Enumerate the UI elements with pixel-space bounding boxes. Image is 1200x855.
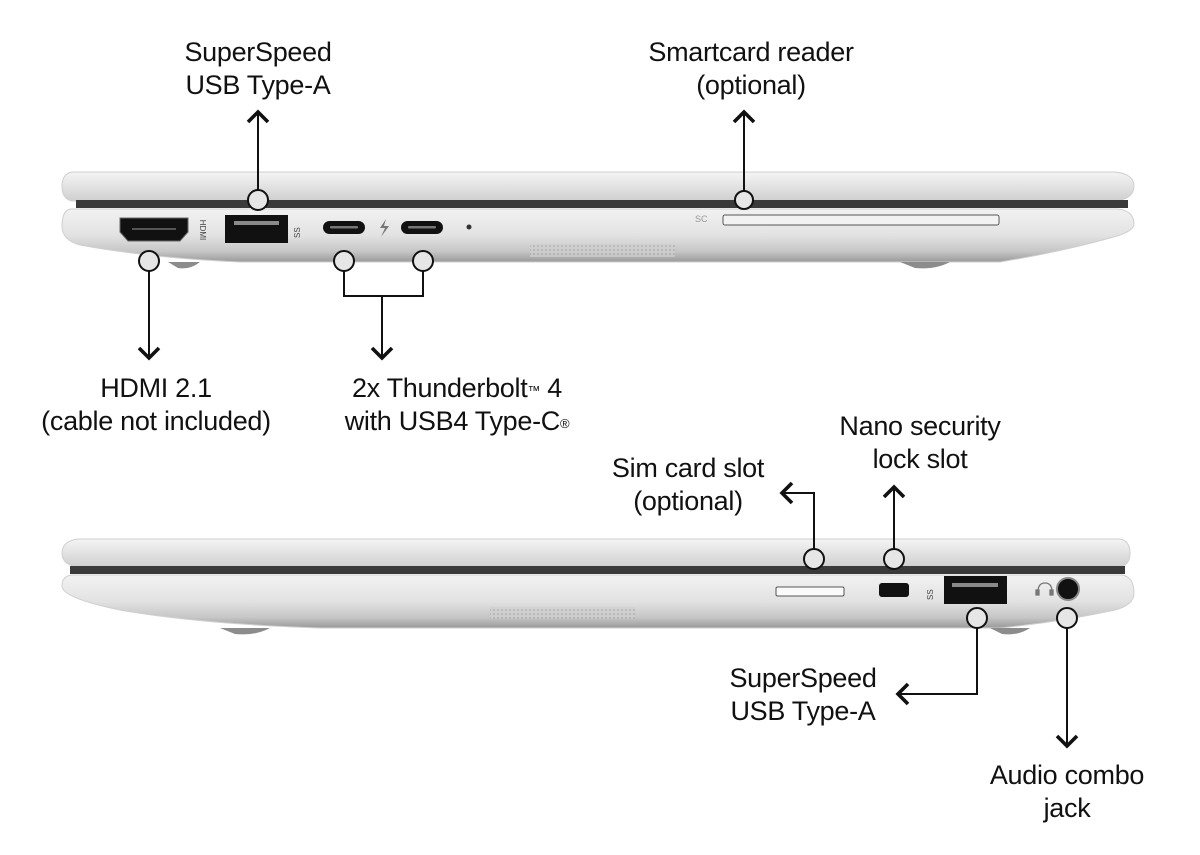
laptop-lid (61, 538, 1131, 568)
rubber-foot (220, 628, 270, 635)
label-nano-security-lock: Nano security lock slot (839, 411, 1001, 474)
label-superspeed-usb-a-right: SuperSpeed USB Type-A (729, 663, 877, 726)
hinge-seam (70, 566, 1125, 574)
callout-dot-thunderbolt-1 (333, 250, 355, 272)
label-smartcard-reader: Smartcard reader (optional) (648, 37, 854, 100)
callout-dot-sim (803, 548, 825, 570)
rubber-foot (900, 262, 950, 269)
callout-bracket-thunderbolt (343, 271, 424, 297)
lock-slot-icon (879, 583, 909, 597)
label-audio-combo-jack: Audio combo jack (989, 760, 1145, 823)
rubber-foot (168, 262, 200, 269)
callout-dot-thunderbolt-2 (412, 250, 434, 272)
callouts-left-side (137, 109, 756, 361)
label-superspeed-usb-a-left: SuperSpeed USB Type-A (184, 37, 332, 100)
usb-a-port-icon (944, 576, 1007, 604)
audio-jack-icon (1056, 577, 1080, 601)
callout-dot-lock (883, 548, 905, 570)
smartcard-slot-icon (722, 214, 1000, 226)
laptop-right-side-view: SS (61, 538, 1135, 635)
callout-line-sim (779, 481, 815, 549)
sim-slot-icon (775, 586, 845, 597)
laptop-lid (61, 171, 1135, 202)
callout-dot-usb-a (247, 189, 269, 211)
speaker-grille (530, 245, 675, 257)
rubber-foot (990, 628, 1030, 635)
label-thunderbolt: 2x Thunderbolt™ 4 with USB4 Type-C® (344, 373, 570, 436)
usb-a-port-icon (225, 215, 288, 243)
usb-ss-marking: SS (926, 589, 935, 600)
callout-line-usb-a-right (895, 628, 978, 706)
callouts-right-side (779, 481, 1079, 749)
callout-dot-hdmi (138, 250, 160, 272)
hinge-seam (76, 200, 1128, 208)
callout-dot-usb-a-right (966, 607, 988, 629)
callout-dot-audio (1056, 607, 1078, 629)
speaker-grille (490, 607, 635, 619)
hdmi-marking: HDMI (198, 220, 207, 240)
usb-ss-marking: SS (293, 227, 302, 238)
led-indicator-icon (466, 224, 472, 230)
thunderbolt-icon (380, 219, 389, 237)
laptop-base (61, 574, 1135, 629)
label-sim-card-slot: Sim card slot (optional) (611, 453, 765, 516)
callout-dot-smartcard (734, 190, 754, 210)
laptop-left-side-view: HDMI SS SC (61, 171, 1135, 269)
label-hdmi: HDMI 2.1 (cable not included) (41, 373, 271, 436)
headset-icon (1035, 582, 1054, 596)
smartcard-marking: SC (695, 214, 708, 224)
